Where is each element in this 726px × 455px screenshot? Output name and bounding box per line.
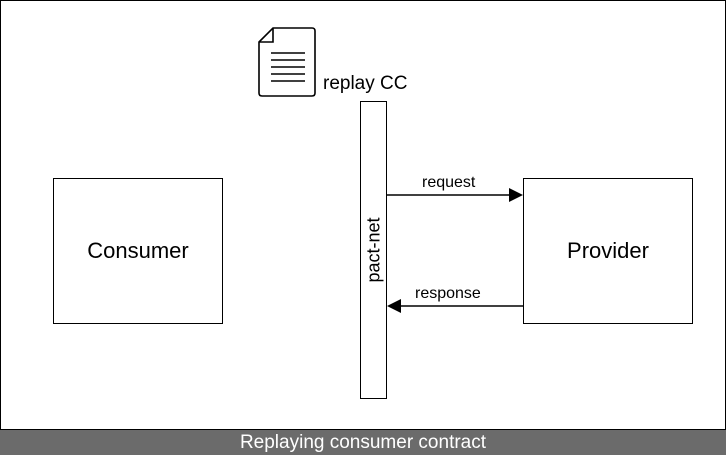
caption-bar: Replaying consumer contract: [0, 429, 726, 455]
request-label: request: [422, 174, 476, 191]
consumer-label: Consumer: [87, 238, 189, 263]
consumer-box: Consumer: [53, 178, 223, 324]
pact-net-label: pact-net: [363, 217, 383, 283]
provider-box: Provider: [523, 178, 693, 324]
provider-label: Provider: [567, 238, 649, 263]
pact-net-bar: pact-net: [360, 101, 387, 399]
document-icon: [258, 27, 316, 97]
replay-label: replay CC: [323, 73, 408, 94]
response-label: response: [415, 285, 481, 302]
caption-text: Replaying consumer contract: [239, 431, 487, 453]
